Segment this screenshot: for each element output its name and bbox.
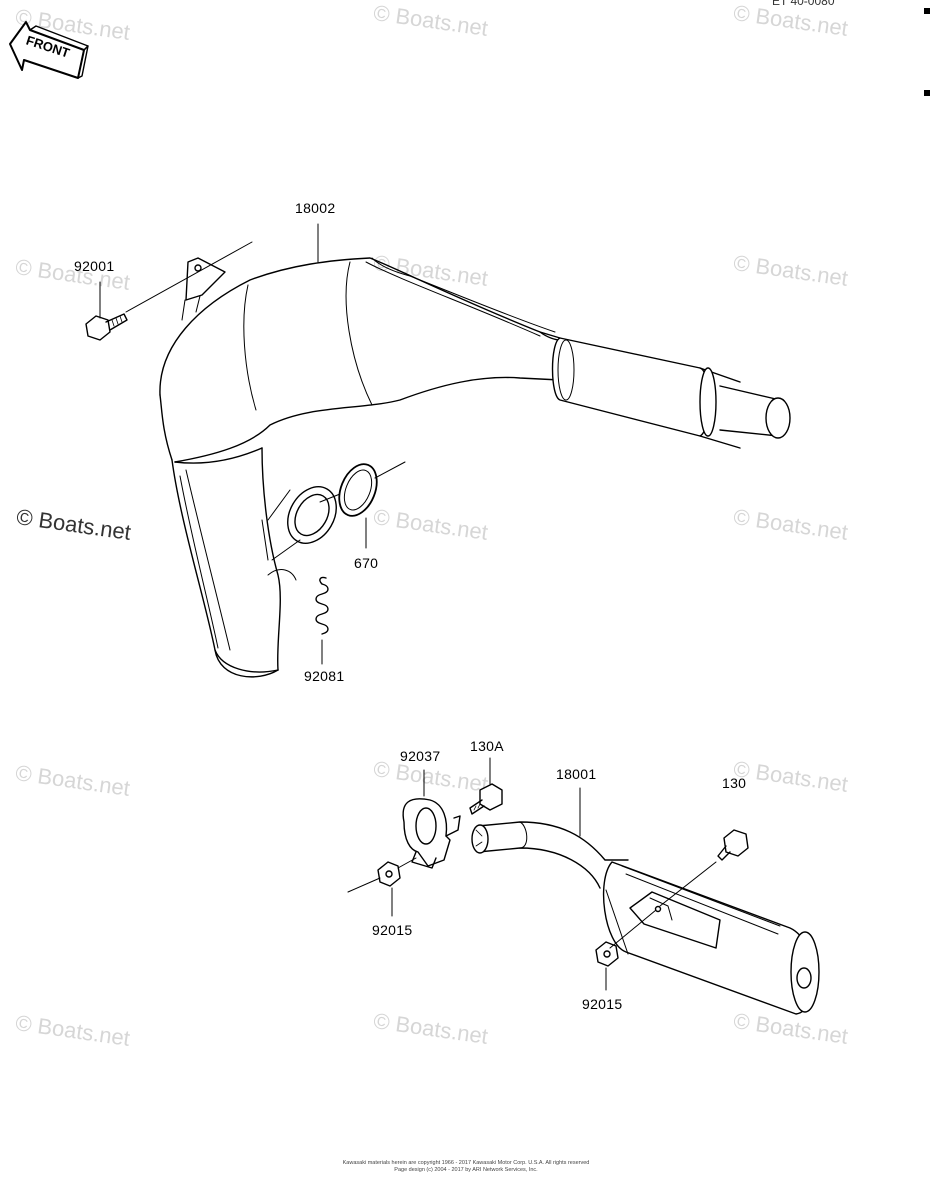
copyright-line-1: Kawasaki materials herein are copyright … <box>342 1160 590 1166</box>
part-label-670: 670 <box>354 555 379 571</box>
part-label-130A: 130A <box>470 738 504 754</box>
corner-mark <box>924 8 930 14</box>
nut-92015-left <box>377 861 401 887</box>
part-label-18001: 18001 <box>556 766 597 782</box>
part-label-18002: 18002 <box>295 200 336 216</box>
inlet-flange <box>261 486 337 561</box>
part-label-92081: 92081 <box>304 668 345 684</box>
part-label-92015-right: 92015 <box>582 996 623 1012</box>
bolt-92001 <box>85 313 128 341</box>
silencer-18001 <box>471 821 820 1015</box>
part-label-92015-left: 92015 <box>372 922 413 938</box>
spring-92081 <box>315 576 329 635</box>
bolt-130 <box>717 829 749 861</box>
bolt-130A <box>469 783 503 815</box>
nut-92015-right <box>595 941 619 967</box>
copyright-notice: Kawasaki materials herein are copyright … <box>0 1160 932 1174</box>
clamp-92037 <box>402 798 461 869</box>
copyright-line-2: Page design (c) 2004 - 2017 by ARI Netwo… <box>394 1167 538 1173</box>
corner-mark <box>924 90 930 96</box>
part-label-92037: 92037 <box>400 748 441 764</box>
reference-code: ET 40-0080 <box>772 0 835 8</box>
front-arrow-icon <box>9 21 89 79</box>
gasket-670 <box>338 463 378 517</box>
part-label-130: 130 <box>722 775 747 791</box>
expansion-chamber-18002 <box>159 257 791 678</box>
part-label-92001: 92001 <box>74 258 115 274</box>
